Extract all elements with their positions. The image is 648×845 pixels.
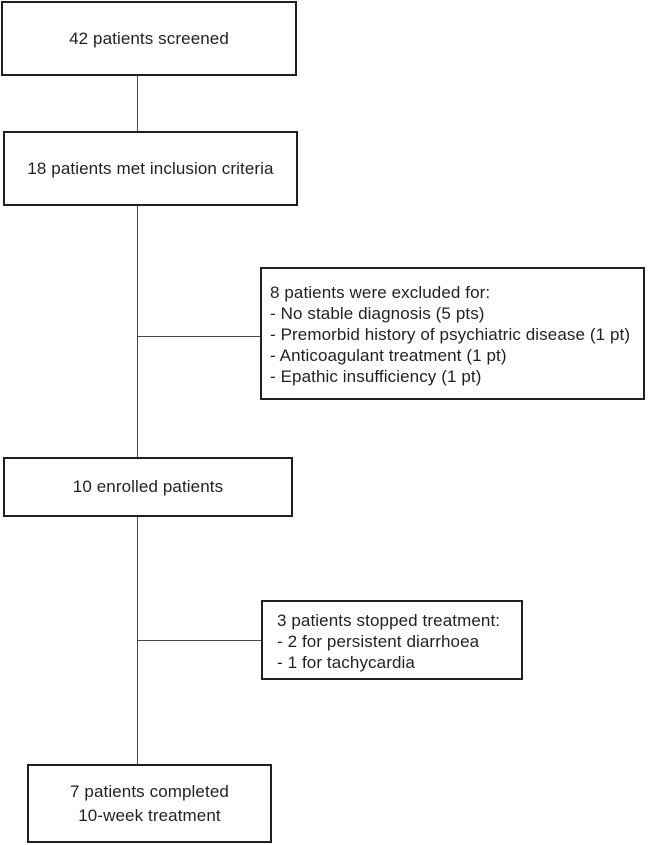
completed-label-line2: 10-week treatment xyxy=(78,805,221,825)
connector-branch-stopped xyxy=(138,640,261,641)
excluded-reason: - Anticoagulant treatment (1 pt) xyxy=(270,346,507,365)
connector-branch-excluded xyxy=(138,336,260,337)
excluded-reason: - Epathic insufficiency (1 pt) xyxy=(270,367,482,386)
flow-box-inclusion: 18 patients met inclusion criteria xyxy=(3,131,298,206)
stopped-reason: - 2 for persistent diarrhoea xyxy=(277,632,480,651)
enrolled-label: 10 enrolled patients xyxy=(72,477,224,496)
excluded-reason: - No stable diagnosis (5 pts) xyxy=(270,304,485,323)
excluded-reason: - Premorbid history of psychiatric disea… xyxy=(270,325,631,344)
flow-box-completed: 7 patients completed 10-week treatment xyxy=(27,764,272,843)
flow-box-excluded: 8 patients were excluded for: - No stabl… xyxy=(260,267,645,400)
flow-box-enrolled: 10 enrolled patients xyxy=(3,457,293,517)
stopped-title: 3 patients stopped treatment: xyxy=(277,611,501,630)
screened-label: 42 patients screened xyxy=(69,28,229,48)
connector-screened-to-inclusion xyxy=(137,76,138,131)
completed-label-line1: 7 patients completed xyxy=(70,781,229,801)
flow-box-stopped: 3 patients stopped treatment: - 2 for pe… xyxy=(261,600,523,680)
flow-box-screened: 42 patients screened xyxy=(1,1,297,76)
connector-inclusion-to-enrolled xyxy=(137,206,138,457)
inclusion-label: 18 patients met inclusion criteria xyxy=(27,158,274,178)
stopped-reason: - 1 for tachycardia xyxy=(277,653,415,672)
excluded-title: 8 patients were excluded for: xyxy=(270,283,491,302)
connector-enrolled-to-completed xyxy=(137,517,138,764)
